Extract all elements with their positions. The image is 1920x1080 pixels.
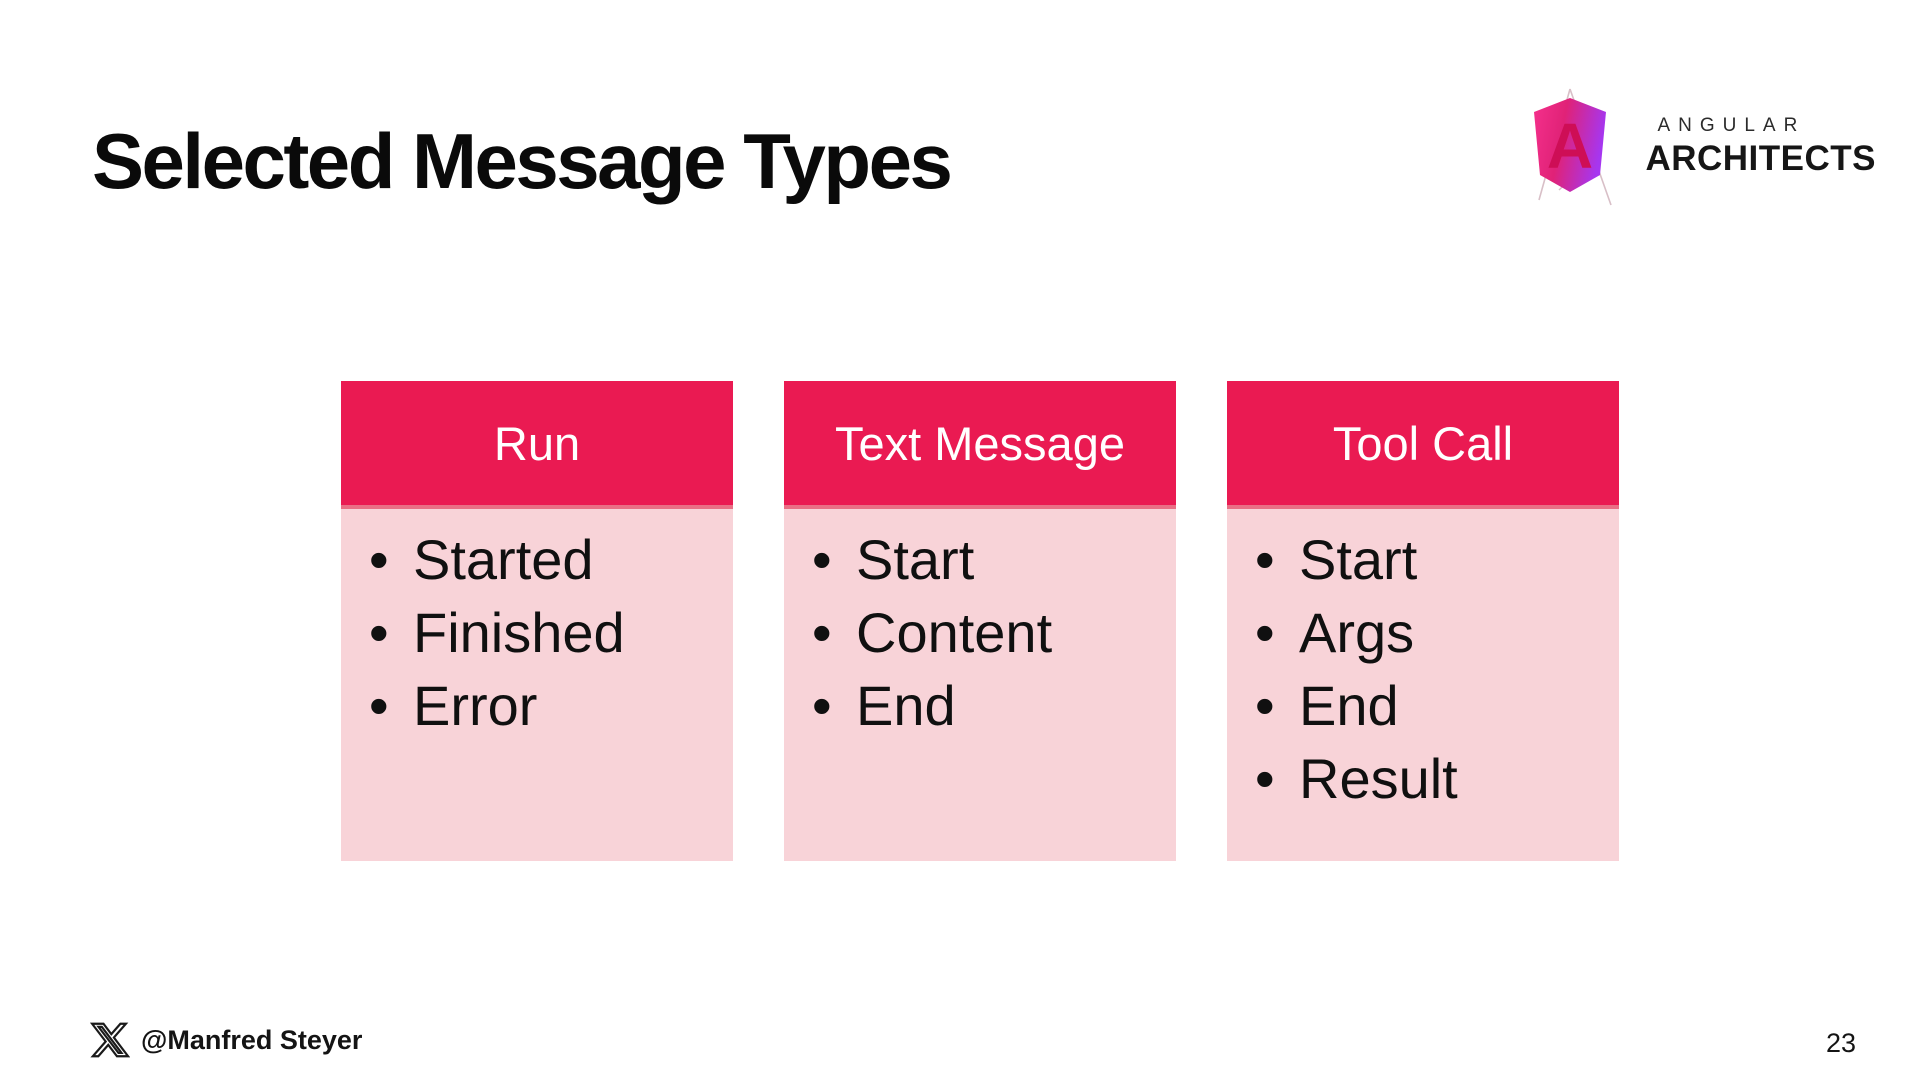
slide-title: Selected Message Types	[92, 117, 953, 205]
angular-shield-icon: A	[1534, 88, 1613, 206]
card-body: StartedFinishedError	[341, 509, 733, 861]
card-bullet-item: Start	[1227, 523, 1619, 596]
message-type-card-1: Text Message StartContentEnd	[784, 381, 1176, 861]
card-bullet-list: StartedFinishedError	[341, 523, 733, 742]
message-type-card-2: Tool Call StartArgsEndResult	[1227, 381, 1619, 861]
logo-wordmark: ANGULAR ARCHITECTS	[1645, 115, 1876, 179]
x-twitter-icon	[90, 1022, 130, 1058]
footer: @Manfred Steyer	[90, 1020, 362, 1060]
page-number: 23	[1825, 1028, 1856, 1058]
card-bullet-item: Started	[341, 523, 733, 596]
card-body: StartContentEnd	[784, 509, 1176, 861]
card-bullet-item: Error	[341, 669, 733, 742]
svg-text:A: A	[1547, 110, 1593, 182]
card-bullet-item: Result	[1227, 742, 1619, 815]
card-bullet-list: StartArgsEndResult	[1227, 523, 1619, 815]
message-type-cards: Run StartedFinishedError Text Message St…	[341, 381, 1619, 861]
message-type-card-0: Run StartedFinishedError	[341, 381, 733, 861]
angular-architects-logo: A ANGULAR ARCHITECTS	[1521, 86, 1876, 208]
logo-word-angular: ANGULAR	[1657, 115, 1806, 136]
card-bullet-list: StartContentEnd	[784, 523, 1176, 742]
logo-word-architects: ARCHITECTS	[1645, 139, 1876, 178]
card-bullet-item: Args	[1227, 596, 1619, 669]
card-body: StartArgsEndResult	[1227, 509, 1619, 861]
card-bullet-item: End	[784, 669, 1176, 742]
card-title: Run	[341, 381, 733, 509]
card-bullet-item: End	[1227, 669, 1619, 742]
card-bullet-item: Content	[784, 596, 1176, 669]
footer-author-handle: @Manfred Steyer	[141, 1024, 363, 1055]
card-title: Tool Call	[1227, 381, 1619, 509]
card-bullet-item: Start	[784, 523, 1176, 596]
card-title: Text Message	[784, 381, 1176, 509]
card-bullet-item: Finished	[341, 596, 733, 669]
